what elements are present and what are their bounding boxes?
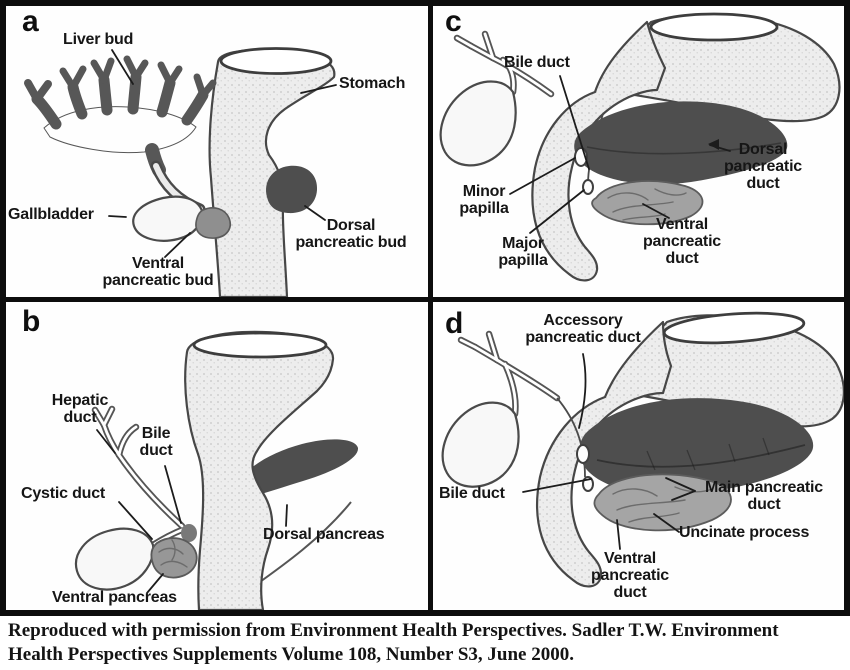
panel-b: b Hepatic duct Bile duct Cystic duct Ven… bbox=[6, 302, 428, 610]
label-bile-duct-d: Bile duct bbox=[439, 485, 505, 502]
gallbladder-shape bbox=[74, 527, 155, 591]
gallbladder-shape bbox=[441, 401, 520, 488]
label-ventral-pancreatic-bud: Ventral pancreatic bud bbox=[102, 255, 214, 289]
figure-caption: Reproduced with permission from Environm… bbox=[0, 616, 850, 670]
panel-divider-horizontal bbox=[6, 297, 844, 302]
minor-papilla-opening bbox=[576, 444, 590, 464]
label-dorsal-pancreatic-bud: Dorsal pancreatic bud bbox=[295, 217, 407, 251]
stomach-shape bbox=[208, 48, 336, 297]
panel-a-leader-lines bbox=[108, 49, 337, 258]
liver-bud-shape bbox=[24, 55, 217, 177]
pancreas-shape bbox=[579, 398, 814, 495]
caption-line-2: Health Perspectives Supplements Volume 1… bbox=[8, 644, 574, 665]
label-dorsal-pancreas: Dorsal pancreas bbox=[263, 526, 385, 543]
panel-c-leader-lines bbox=[509, 75, 731, 234]
label-gallbladder: Gallbladder bbox=[8, 206, 94, 223]
duodenum-tube-shape bbox=[531, 20, 667, 282]
gallbladder-shape bbox=[439, 80, 517, 167]
panel-d-letter: d bbox=[445, 307, 464, 340]
panel-b-leader-lines bbox=[96, 429, 288, 594]
duodenum-tube-shape bbox=[536, 320, 673, 588]
dorsal-pancreas-shape bbox=[232, 439, 359, 499]
dorsal-pancreas-shape bbox=[574, 101, 788, 185]
label-cystic-duct: Cystic duct bbox=[21, 485, 106, 502]
ventral-pancreas-shape bbox=[150, 537, 198, 579]
dorsal-duct-arrowhead bbox=[708, 139, 719, 150]
label-accessory-pancreatic-duct: Accessory pancreatic duct bbox=[525, 312, 641, 346]
stomach-opening bbox=[219, 47, 333, 75]
label-bile-duct-c: Bile duct bbox=[504, 54, 570, 71]
caption-line-1: Reproduced with permission from Environm… bbox=[8, 620, 779, 641]
label-main-pancreatic-duct: Main pancreatic duct bbox=[705, 479, 823, 513]
label-ventral-pancreatic-duct-c: Ventral pancreatic duct bbox=[642, 216, 722, 267]
panel-d: d Accessory pancreatic duct Bile duct Ma… bbox=[433, 302, 844, 610]
label-ventral-pancreas: Ventral pancreas bbox=[52, 589, 177, 606]
panel-d-leader-lines bbox=[522, 353, 696, 550]
label-liver-bud: Liver bud bbox=[63, 31, 134, 48]
panel-divider-vertical bbox=[428, 6, 433, 610]
bile-duct-line bbox=[556, 397, 586, 478]
panel-d-illustration bbox=[441, 311, 844, 588]
stomach-opening bbox=[662, 311, 806, 345]
hepatic-cystic-ducts-lumen bbox=[459, 332, 559, 416]
panel-b-letter: b bbox=[22, 305, 41, 338]
panel-c-illustration bbox=[439, 12, 841, 282]
label-minor-papilla: Minor papilla bbox=[459, 183, 509, 217]
panel-c-letter: c bbox=[445, 6, 462, 38]
duct-junction-knot bbox=[181, 524, 197, 542]
dorsal-pancreatic-bud-shape bbox=[266, 165, 318, 214]
stomach-opening bbox=[649, 12, 779, 42]
panel-a: a Liver bud Stomach Gallbladder Ventral … bbox=[6, 6, 428, 297]
gallbladder-shape bbox=[132, 195, 204, 242]
label-dorsal-pancreatic-duct: Dorsal pancreatic duct bbox=[723, 141, 803, 192]
panel-a-illustration bbox=[24, 47, 337, 297]
dorsal-pancreatic-duct-line bbox=[586, 142, 782, 155]
label-bile-duct-b: Bile duct bbox=[139, 425, 173, 459]
main-pancreatic-duct-lines bbox=[596, 437, 806, 471]
label-stomach: Stomach bbox=[339, 75, 406, 92]
hepatic-cystic-ducts-lumen bbox=[455, 32, 553, 96]
ventral-pancreas-texture bbox=[158, 539, 188, 568]
label-uncinate-process: Uncinate process bbox=[679, 524, 810, 541]
panel-c: c Bile duct Minor papilla Major papilla … bbox=[433, 6, 844, 297]
label-ventral-pancreatic-duct-d: Ventral pancreatic duct bbox=[590, 550, 670, 601]
panel-a-letter: a bbox=[22, 6, 39, 38]
ventral-pancreas-shape bbox=[591, 180, 704, 226]
major-papilla-opening bbox=[582, 179, 594, 195]
ventral-pancreatic-bud-shape bbox=[195, 207, 231, 239]
label-hepatic-duct: Hepatic duct bbox=[51, 392, 109, 426]
figure-grid: a Liver bud Stomach Gallbladder Ventral … bbox=[0, 0, 850, 616]
label-major-papilla: Major papilla bbox=[498, 235, 548, 269]
stomach-opening bbox=[192, 331, 328, 359]
panel-b-illustration bbox=[74, 330, 359, 610]
